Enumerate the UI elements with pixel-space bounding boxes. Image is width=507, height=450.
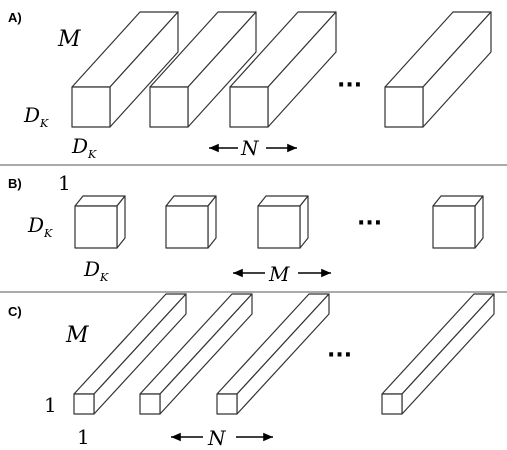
panel-c-tag: C) <box>8 304 22 319</box>
panel-b-count-label: M <box>268 262 290 286</box>
panel-b: B) 1 DK DK ··· M <box>8 171 484 286</box>
panel-a-count-label: N <box>240 136 260 160</box>
panel-c-height-label: 1 <box>44 393 57 417</box>
panel-a-width-label: DK <box>71 134 97 161</box>
panel-c-filter-2 <box>139 293 253 415</box>
panel-a-depth-label: M <box>57 27 81 52</box>
panel-a-filter-3 <box>229 11 337 128</box>
panel-c-filter-3 <box>216 293 330 415</box>
panel-b-filters <box>74 195 484 249</box>
panel-a: A) M DK DK ··· N <box>8 10 492 161</box>
panel-c-filter-1 <box>73 293 187 415</box>
panel-b-height-label: DK <box>27 213 53 240</box>
panel-a-tag: A) <box>8 10 22 25</box>
panel-b-ellipsis: ··· <box>357 211 382 236</box>
panel-c-depth-label: M <box>65 323 89 348</box>
panel-b-filter-2 <box>165 195 217 249</box>
panel-c: C) M 1 1 ··· N <box>8 293 495 450</box>
panel-b-filter-3 <box>257 195 309 249</box>
panel-a-filters <box>71 11 492 128</box>
panel-a-filter-1 <box>71 11 179 128</box>
panel-a-filter-2 <box>149 11 257 128</box>
panel-c-width-label: 1 <box>77 425 90 449</box>
panel-b-filter-1 <box>74 195 126 249</box>
panel-c-filter-4 <box>381 293 495 415</box>
panel-b-width-label: DK <box>83 257 109 284</box>
panel-b-tag: B) <box>8 176 22 191</box>
panel-a-filter-4 <box>384 11 492 128</box>
panel-c-ellipsis: ··· <box>327 343 352 368</box>
panel-b-depth-label: 1 <box>58 171 71 195</box>
panel-c-count-label: N <box>207 426 227 450</box>
panel-a-height-label: DK <box>23 103 49 130</box>
panel-a-ellipsis: ··· <box>337 73 362 98</box>
panel-c-filters <box>73 293 495 415</box>
panel-b-filter-4 <box>432 195 484 249</box>
